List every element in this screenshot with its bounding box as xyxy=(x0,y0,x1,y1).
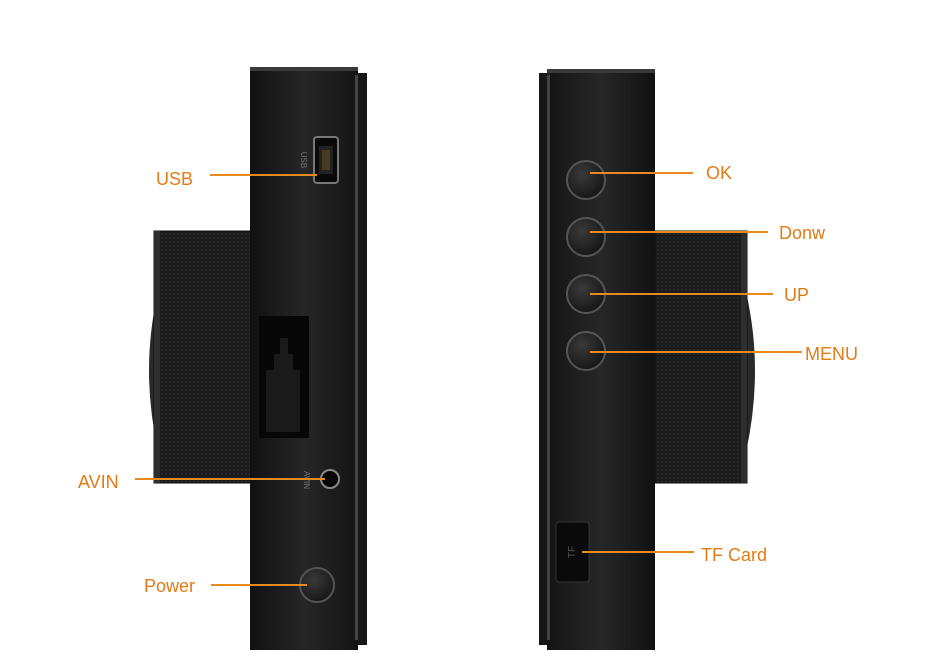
avin-label: AVIN xyxy=(78,472,119,492)
left-body-edge xyxy=(358,73,367,645)
down-label: Donw xyxy=(779,223,826,243)
up-leader-line xyxy=(590,293,773,295)
ok-button[interactable] xyxy=(566,160,606,200)
right-body-edge xyxy=(539,73,548,645)
right-lens-ring xyxy=(654,230,748,484)
usb-label: USB xyxy=(156,169,194,189)
left-lens-ring xyxy=(153,230,252,484)
tf-slot-marking: TF xyxy=(567,546,578,558)
usb-leader-line xyxy=(210,174,317,176)
down-button[interactable] xyxy=(566,217,606,257)
power-label: Power xyxy=(144,576,196,596)
tf-leader-line xyxy=(582,551,694,553)
ok-leader-line xyxy=(590,172,693,174)
avin-port-marking: AVIN xyxy=(302,471,311,489)
down-leader-line xyxy=(590,231,768,233)
mount-slot xyxy=(266,338,300,432)
ok-label: OK xyxy=(706,163,733,183)
tf-card-label: TF Card xyxy=(701,545,768,565)
avin-leader-line xyxy=(135,478,325,480)
left-side-device: USB AVIN xyxy=(149,67,367,650)
usb-port-marking: USB xyxy=(299,152,308,168)
power-leader-line xyxy=(211,584,307,586)
menu-leader-line xyxy=(590,351,802,353)
mini-usb-port-icon xyxy=(313,136,339,184)
menu-label: MENU xyxy=(805,344,858,364)
right-side-device: TF xyxy=(539,69,755,650)
up-label: UP xyxy=(784,285,810,305)
